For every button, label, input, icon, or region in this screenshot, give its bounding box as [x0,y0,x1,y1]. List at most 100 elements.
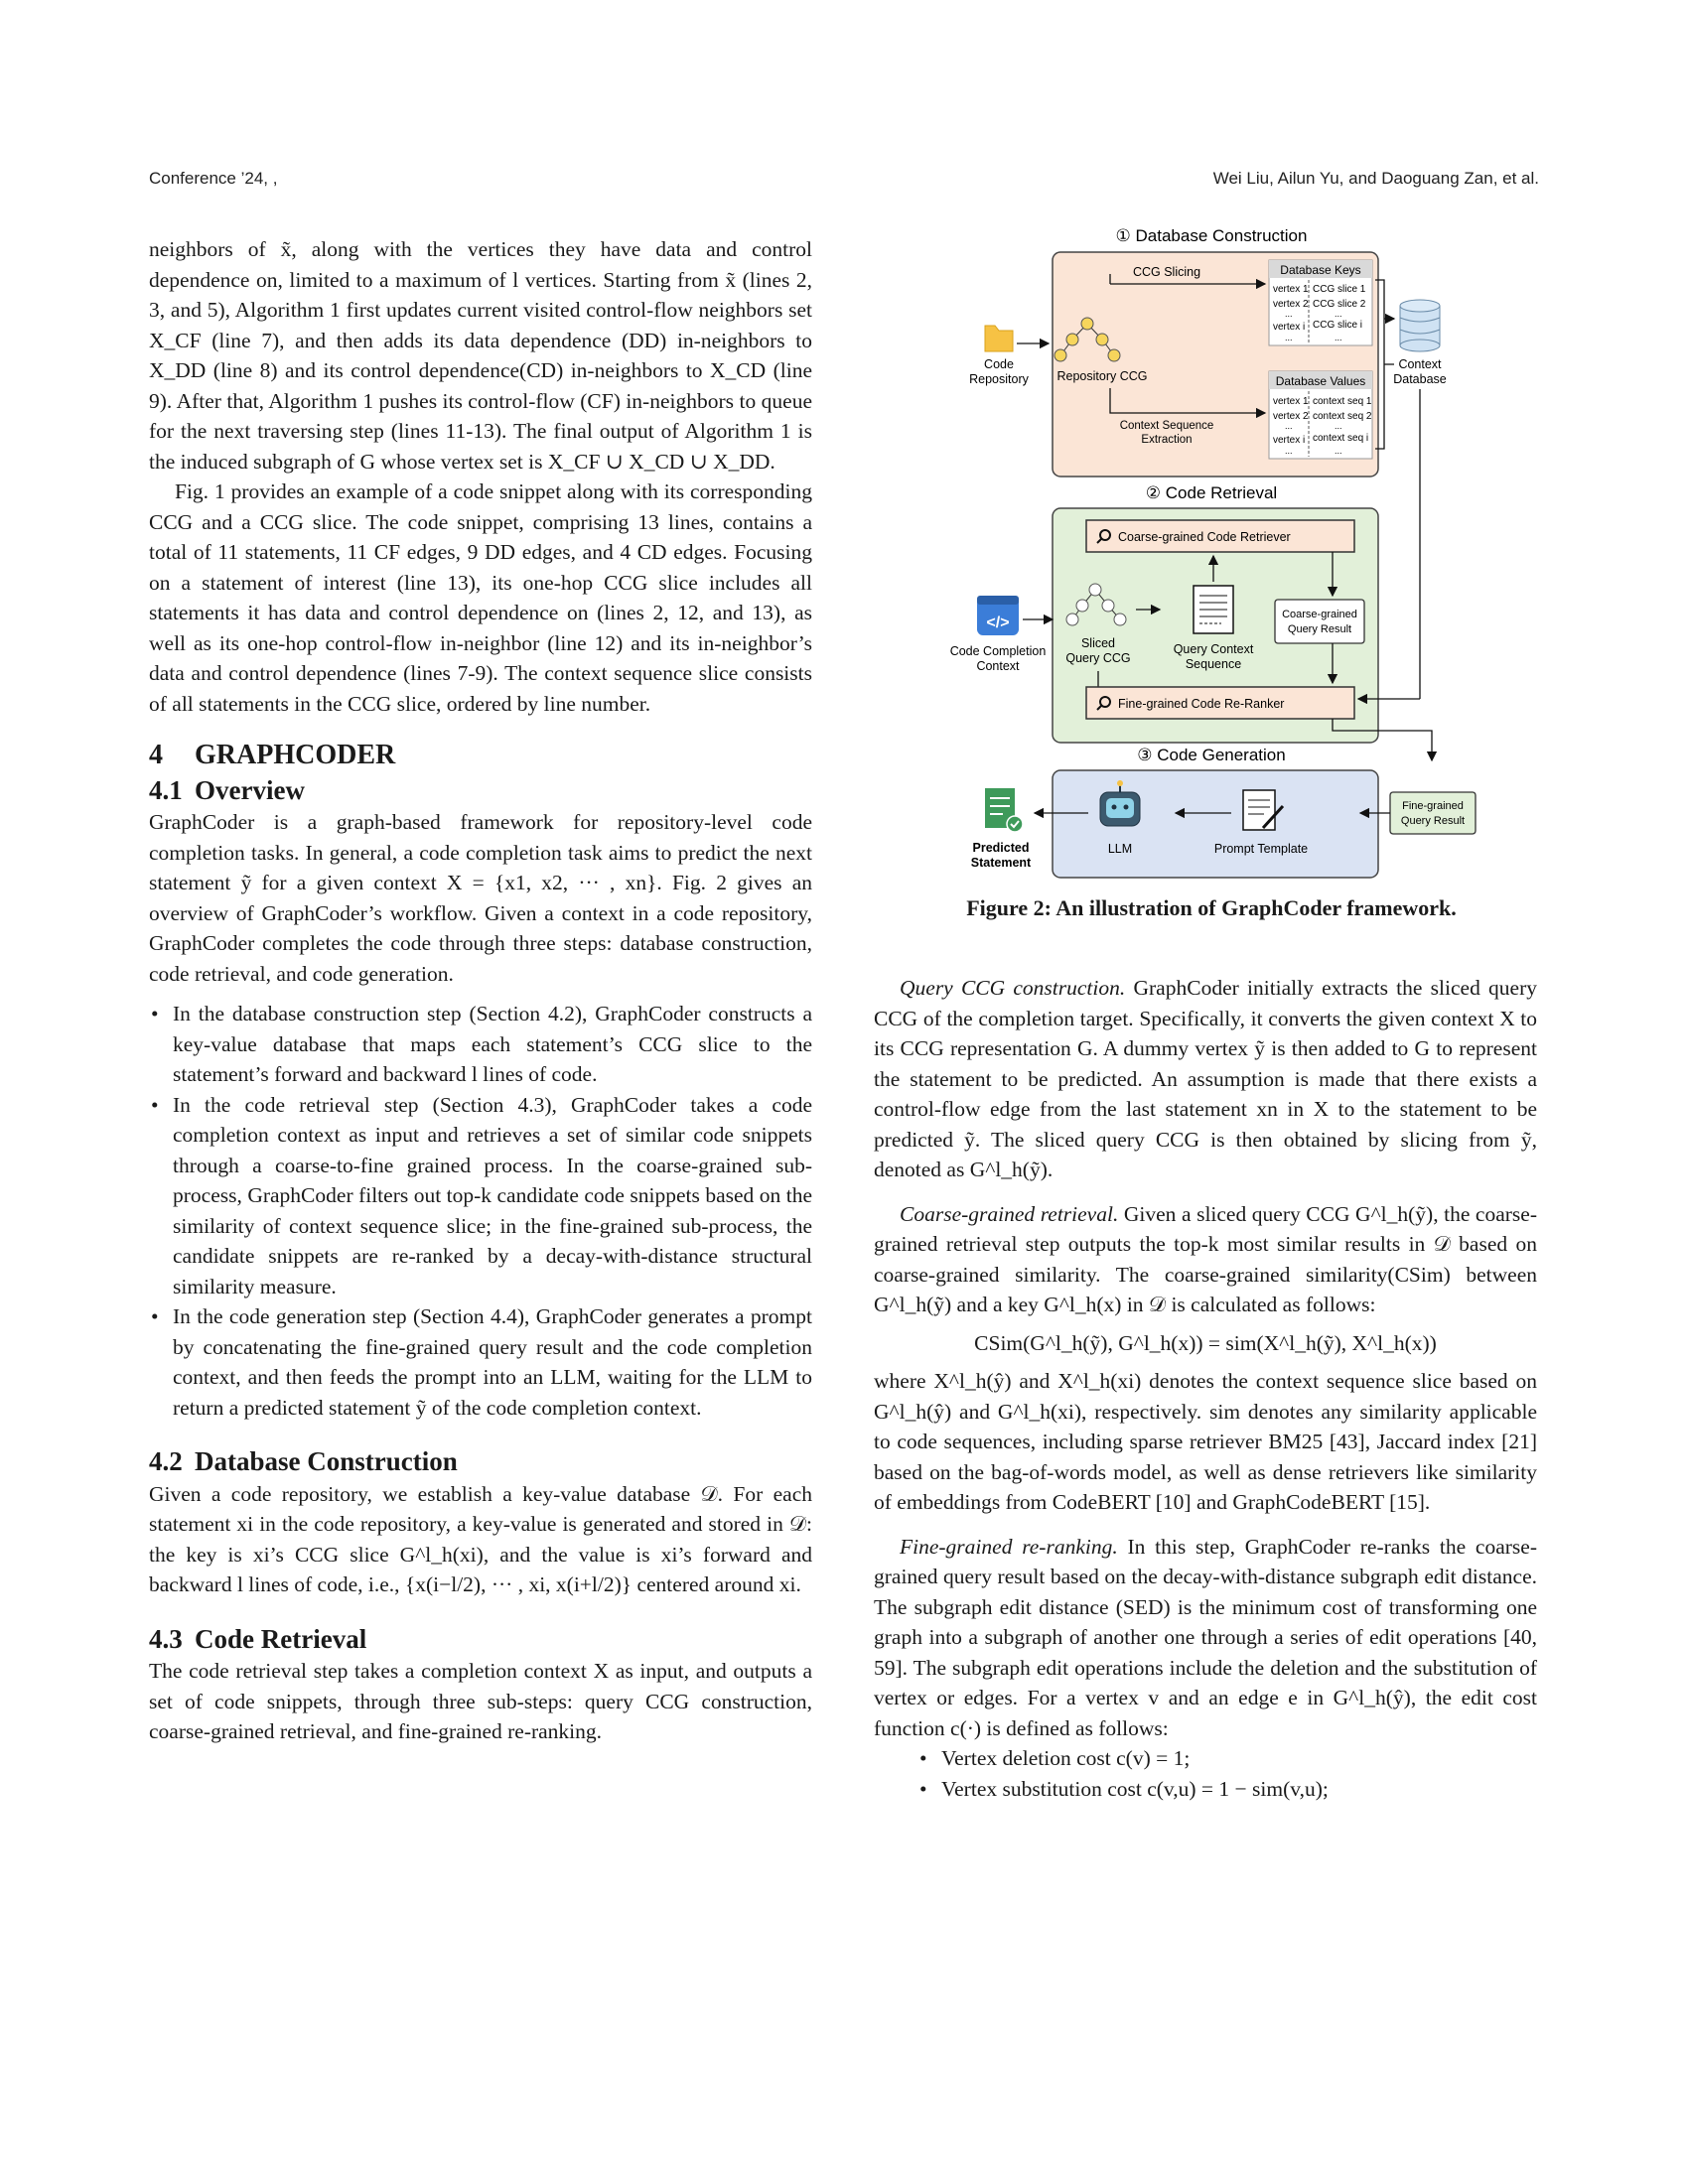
paragraph-coarse-retrieval: Coarse-grained retrieval. Given a sliced… [874,1199,1537,1320]
database-values-header [1269,371,1372,389]
section-heading-4: 4 GRAPHCODER [149,740,812,771]
value-seq-2: context seq 2 [1313,411,1372,422]
paragraph-database-construction: Given a code repository, we establish a … [149,1481,812,1597]
folder-icon [984,325,1014,352]
run-in-heading: Query CCG construction. [900,976,1126,1000]
section-number: 4 [149,740,163,770]
stage-label-database-construction: ① Database Construction [1116,226,1308,245]
paragraph-text: Given a sliced query CCG G^l_h(ỹ), the c… [874,1201,1538,1317]
coarse-grained-retriever-box [1085,519,1355,553]
section-number: 4.2 [149,1446,183,1476]
database-keys-title: Database Keys [1280,263,1360,277]
context-sequence-extraction-label-2: Extraction [1141,434,1192,446]
repository-ccg-graph-icon [1054,317,1121,362]
predicted-statement-label-2: Statement [971,856,1032,870]
sliced-query-ccg-graph-icon [1065,583,1127,626]
coarse-grained-result-box [1274,599,1365,644]
ccg-slicing-label: CCG Slicing [1133,265,1200,279]
value-vertex-i: vertex i [1273,435,1305,446]
coarse-grained-retriever-label: Coarse-grained Code Retriever [1118,530,1291,544]
stage-label-code-generation: ③ Code Generation [1137,746,1285,764]
sliced-query-ccg-label-1: Sliced [1081,636,1115,650]
left-column: neighbors of x̃, along with the vertices… [149,234,812,1747]
prompt-template-label: Prompt Template [1214,842,1308,856]
code-icon: </> [977,596,1019,635]
run-in-heading: Coarse-grained retrieval. [900,1201,1119,1226]
sliced-query-ccg-label-2: Query CCG [1065,651,1130,665]
predicted-statement-label-1: Predicted [973,841,1030,855]
robot-icon [1099,780,1141,827]
coarse-grained-result-label-2: Query Result [1288,623,1351,635]
database-keys-header [1269,260,1372,278]
stage-label-code-retrieval: ② Code Retrieval [1146,483,1277,502]
section-heading-4-1: 4.1 Overview [149,775,812,806]
list-item: In the database construction step (Secti… [151,999,812,1090]
figure-caption: Figure 2: An illustration of GraphCoder … [966,895,1457,920]
context-database-label-1: Context [1398,357,1442,371]
steps-list: In the database construction step (Secti… [149,999,812,1423]
paragraph-overview: GraphCoder is a graph-based framework fo… [149,810,812,986]
query-context-sequence-label-2: Sequence [1186,657,1241,671]
fine-grained-result-box [1389,791,1477,835]
key-ellipsis: ... [1285,333,1293,342]
query-context-sequence-label-1: Query Context [1174,642,1254,656]
search-icon [1099,696,1111,708]
paragraph-fine-reranking: Fine-grained re-ranking. In this step, G… [874,1532,1537,1744]
coarse-grained-result-label-1: Coarse-grained [1282,609,1357,620]
key-ellipsis: ... [1335,309,1342,319]
list-item: Vertex deletion cost c(v) = 1; [919,1743,1537,1774]
value-vertex-1: vertex 1 [1273,396,1309,407]
llm-label: LLM [1108,842,1132,856]
section-title: Database Construction [195,1446,458,1476]
key-vertex-2: vertex 2 [1273,299,1309,310]
value-vertex-2: vertex 2 [1273,411,1309,422]
code-repository-label-1: Code [984,357,1014,371]
fine-grained-result-label-2: Query Result [1401,815,1465,827]
section-heading-4-2: 4.2 Database Construction [149,1446,812,1477]
context-sequence-extraction-label-1: Context Sequence [1120,420,1214,432]
paragraph-text: GraphCoder initially extracts the sliced… [874,976,1538,1181]
value-ellipsis: ... [1335,421,1342,431]
paragraph-code-retrieval: The code retrieval step takes a completi… [149,1659,812,1743]
section-title: GRAPHCODER [195,740,396,770]
paragraph-text: In this step, GraphCoder re-ranks the co… [874,1534,1537,1740]
paragraph-algorithm-description: neighbors of x̃, along with the vertices… [149,237,812,474]
value-ellipsis: ... [1285,446,1293,456]
key-ellipsis: ... [1335,333,1342,342]
key-vertex-i: vertex i [1273,322,1305,333]
key-slice-2: CCG slice 2 [1313,299,1366,310]
search-icon [1099,529,1111,541]
stage3-panel [1052,769,1379,879]
list-item: In the code generation step (Section 4.4… [151,1301,812,1423]
value-seq-1: context seq 1 [1313,396,1372,407]
list-item: Vertex substitution cost c(v,u) = 1 − si… [919,1774,1537,1805]
list-item: In the code retrieval step (Section 4.3)… [151,1090,812,1302]
paragraph-fig1-example: Fig. 1 provides an example of a code sni… [149,479,812,716]
section-number: 4.1 [149,774,183,805]
code-completion-context-label-1: Code Completion [950,644,1047,658]
right-column: Query CCG construction. GraphCoder initi… [874,973,1537,1804]
equation-csim: CSim(G^l_h(ỹ), G^l_h(x)) = sim(X^l_h(ỹ),… [974,1330,1437,1355]
section-number: 4.3 [149,1623,183,1654]
fine-grained-reranker-box [1085,686,1355,720]
figure-graphcoder-framework: ① Database Construction CCG Slicing Data… [950,226,1477,879]
database-values-title: Database Values [1276,374,1366,388]
paragraph-query-ccg: Query CCG construction. GraphCoder initi… [874,973,1537,1185]
key-slice-1: CCG slice 1 [1313,284,1366,295]
repository-ccg-label: Repository CCG [1057,369,1148,383]
document-icon [1193,585,1234,634]
context-database-label-2: Database [1393,372,1447,386]
running-header-right: Wei Liu, Ailun Yu, and Daoguang Zan, et … [1212,169,1539,188]
section-title: Overview [195,774,305,805]
svg-text:</>: </> [986,614,1009,631]
run-in-heading: Fine-grained re-ranking. [900,1534,1118,1559]
key-vertex-1: vertex 1 [1273,284,1309,295]
key-ellipsis: ... [1285,309,1293,319]
running-header-left: Conference ’24, , [149,169,278,188]
code-completion-context-label-2: Context [976,659,1020,673]
value-ellipsis: ... [1285,421,1293,431]
section-title: Code Retrieval [195,1623,367,1654]
fine-grained-reranker-label: Fine-grained Code Re-Ranker [1118,697,1284,711]
paragraph-where: where X^l_h(ŷ) and X^l_h(xi) denotes the… [874,1369,1537,1514]
key-slice-i: CCG slice i [1313,320,1362,331]
